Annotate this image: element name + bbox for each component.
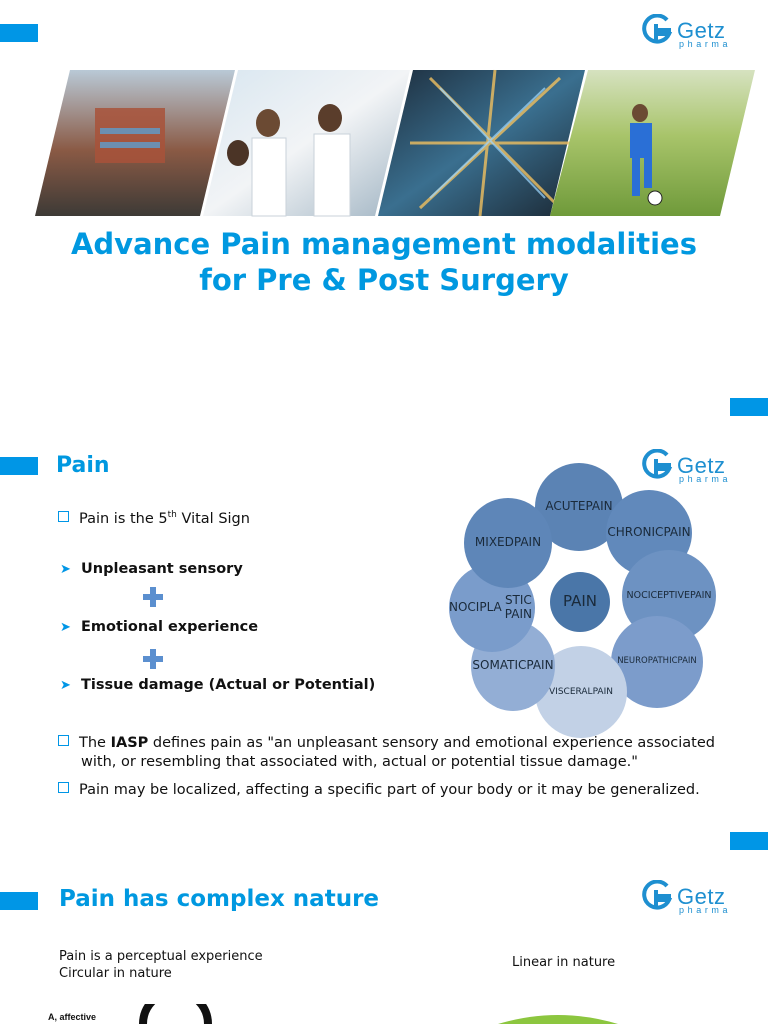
arrow-bullet-icon: ➤ [60, 677, 71, 692]
circular-model-graphic [139, 1004, 212, 1024]
arrow-bullet-icon: ➤ [60, 619, 71, 634]
bullet-square-icon [58, 510, 69, 522]
slide-tab-marker [0, 457, 38, 475]
logo-subtitle: pharma [679, 905, 732, 915]
iasp-definition: The IASP defines pain as "an unpleasant … [58, 734, 718, 772]
getz-pharma-logo: Getz pharma [641, 880, 751, 920]
slide-heading: Pain [56, 453, 110, 478]
title-line-1: Advance Pain management modalities [70, 227, 697, 261]
slide-heading: Pain has complex nature [59, 886, 380, 912]
photo-soccer [550, 70, 755, 216]
slide-divider-tab [730, 398, 768, 416]
circle-center-pain: PAIN [550, 572, 610, 632]
linear-model-graphic [498, 1015, 618, 1024]
logo-word: Getz [677, 453, 726, 478]
slide-tab-marker [0, 24, 38, 42]
slide-complex-nature: Pain has complex nature Getz pharma Pain… [0, 870, 768, 1024]
banner-photo-strip [35, 69, 755, 217]
logo-word: Getz [677, 18, 726, 43]
presentation-title: Advance Pain management modalities for P… [0, 226, 768, 298]
logo-subtitle: pharma [679, 39, 732, 49]
getz-pharma-logo: Getz pharma [641, 14, 751, 54]
title-line-2: for Pre & Post Surgery [199, 263, 569, 297]
vital-sign-bullet: Pain is the 5th Vital Sign [58, 506, 250, 529]
logo-subtitle: pharma [679, 474, 732, 484]
plus-icon [143, 587, 163, 607]
getz-pharma-logo: Getz pharma [641, 449, 751, 489]
localized-bullet: Pain may be localized, affecting a speci… [58, 781, 700, 800]
item-unpleasant-sensory: Unpleasant sensory [81, 561, 243, 577]
bullet-square-icon [58, 735, 69, 746]
affective-label: A, affective [48, 1012, 97, 1022]
slide-pain: Pain Getz pharma Pain is the 5th Vital S… [0, 440, 768, 835]
item-tissue-damage: Tissue damage (Actual or Potential) [81, 677, 376, 693]
perceptual-text: Pain is a perceptual experience Circular… [59, 949, 263, 981]
bullet-square-icon [58, 782, 69, 793]
slide-divider-tab [730, 832, 768, 850]
plus-icon [143, 649, 163, 669]
linear-text: Linear in nature [512, 955, 616, 970]
slide-tab-marker [0, 892, 38, 910]
logo-word: Getz [677, 884, 726, 909]
arrow-bullet-icon: ➤ [60, 561, 71, 576]
item-emotional-experience: Emotional experience [81, 619, 259, 635]
slide-title: Getz pharma [0, 0, 768, 385]
